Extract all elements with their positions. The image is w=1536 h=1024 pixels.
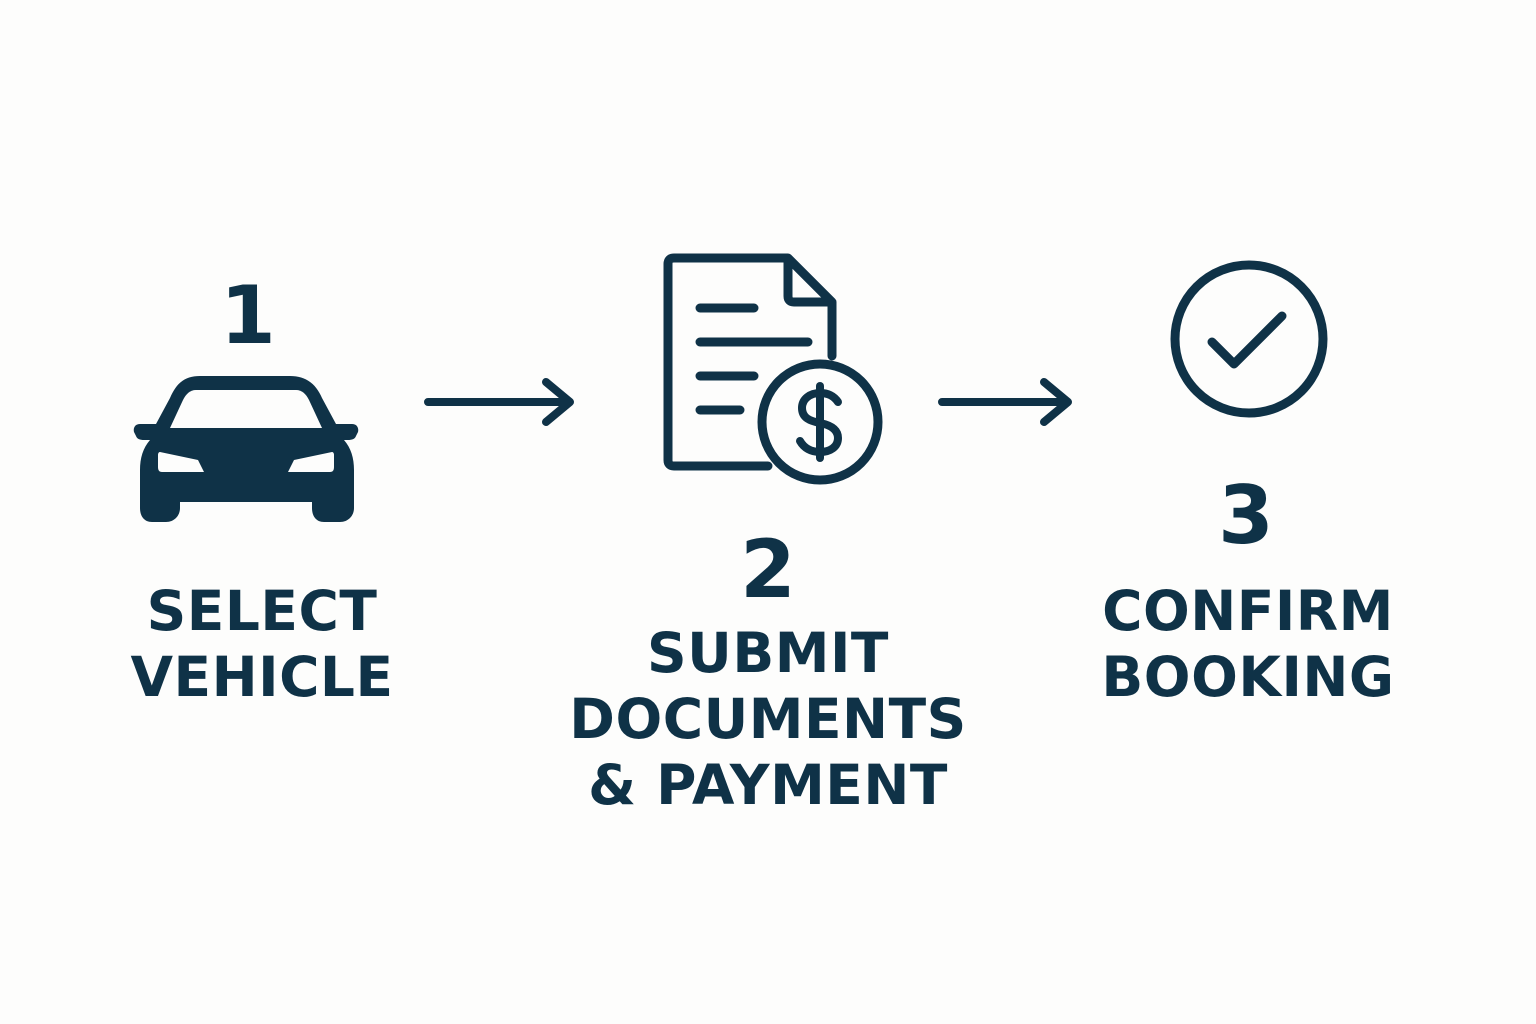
check-circle-icon <box>1170 260 1328 418</box>
step-3-label: CONFIRM BOOKING <box>1090 578 1406 710</box>
step-1-label: SELECT VEHICLE <box>112 578 412 710</box>
step-1-number: 1 <box>220 269 276 362</box>
step-3-number: 3 <box>1218 469 1274 562</box>
step-2-label-line: & PAYMENT <box>588 753 948 817</box>
step-1-label-line: VEHICLE <box>130 645 394 709</box>
arrow-right-icon <box>938 378 1072 426</box>
step-2-label: SUBMIT DOCUMENTS & PAYMENT <box>556 620 980 818</box>
step-3-label-line: BOOKING <box>1101 645 1395 709</box>
step-1-label-line: SELECT <box>146 579 378 643</box>
document-dollar-icon <box>663 253 883 485</box>
step-2-label-line: SUBMIT <box>647 621 889 685</box>
arrow-right-icon <box>424 378 574 426</box>
step-2-label-line: DOCUMENTS <box>569 687 967 751</box>
step-2-number: 2 <box>740 523 796 616</box>
car-icon <box>133 376 359 522</box>
step-3-label-line: CONFIRM <box>1102 579 1394 643</box>
